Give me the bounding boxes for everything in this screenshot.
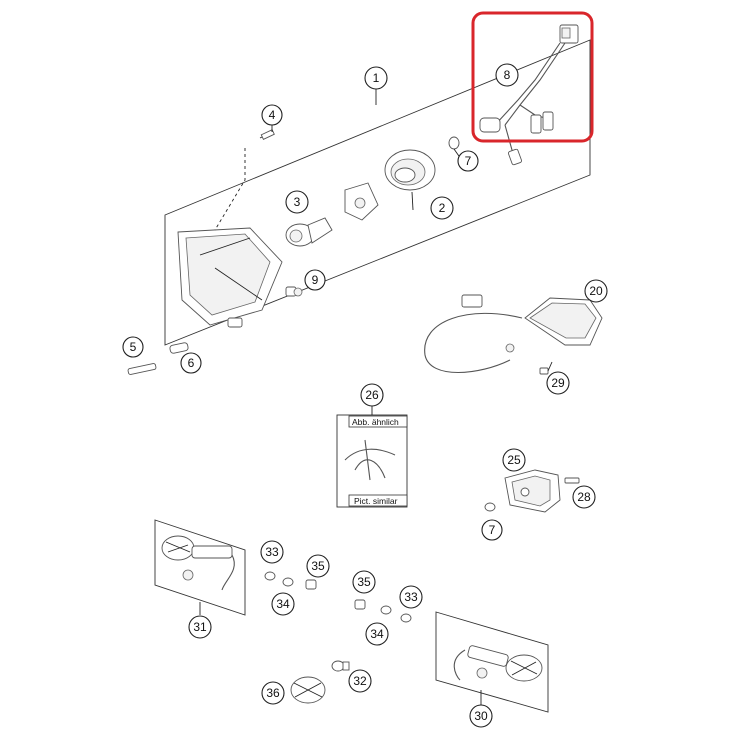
svg-text:1: 1	[373, 71, 380, 85]
callout-4: 4	[261, 104, 283, 132]
label-box-bottom-text: Pict. similar	[354, 496, 398, 506]
svg-text:7: 7	[489, 523, 496, 537]
fastener-group-right	[354, 599, 412, 623]
callout-35-left: 35	[306, 554, 330, 578]
callout-35-right: 35	[352, 570, 376, 594]
svg-text:7: 7	[465, 154, 472, 168]
screw-5-part	[127, 363, 157, 375]
wiring-harness-part	[479, 24, 579, 166]
tail-light-part	[504, 469, 561, 513]
callout-34-left: 34	[271, 592, 295, 616]
bulb-cover-part	[344, 182, 379, 221]
callout-33-right: 33	[399, 585, 423, 609]
turn-signal-30-frame	[435, 611, 549, 713]
svg-text:4: 4	[269, 108, 276, 122]
callout-29: 29	[546, 371, 570, 395]
callout-25: 25	[502, 448, 526, 472]
screw-29-part	[539, 361, 553, 375]
svg-text:20: 20	[589, 284, 603, 298]
callout-3: 3	[285, 190, 309, 214]
svg-text:26: 26	[365, 388, 379, 402]
label-box-top-text: Abb. ähnlich	[352, 417, 399, 427]
headlight-assembly-frame	[164, 39, 591, 346]
headlight-mask-part	[177, 227, 283, 328]
bulb-7-upper-part	[448, 136, 462, 160]
svg-text:32: 32	[353, 674, 367, 688]
svg-text:31: 31	[193, 620, 207, 634]
callout-2: 2	[430, 196, 454, 220]
svg-text:30: 30	[474, 709, 488, 723]
svg-text:3: 3	[294, 195, 301, 209]
callout-32: 32	[348, 669, 372, 693]
svg-text:35: 35	[311, 559, 325, 573]
bulb-32-part	[331, 660, 350, 672]
turn-signal-31-frame	[154, 519, 246, 616]
turn-signal-30-part	[453, 645, 543, 682]
wiring-label-box	[336, 414, 408, 508]
svg-text:5: 5	[130, 340, 137, 354]
callout-26: 26	[360, 383, 384, 415]
callout-31: 31	[188, 602, 212, 639]
highlight-box	[471, 11, 594, 143]
svg-text:6: 6	[188, 356, 195, 370]
svg-text:33: 33	[404, 590, 418, 604]
sleeve-6-part	[169, 342, 189, 354]
svg-text:29: 29	[551, 376, 565, 390]
bulb-7-lower-part	[484, 502, 496, 512]
svg-text:9: 9	[312, 273, 319, 287]
license-light-part	[424, 294, 603, 373]
svg-text:8: 8	[504, 68, 511, 82]
callout-20: 20	[584, 279, 608, 303]
callout-1: 1	[364, 66, 388, 105]
screw-4-part	[214, 129, 275, 231]
svg-text:2: 2	[439, 201, 446, 215]
callout-36: 36	[261, 681, 285, 705]
screw-28-part	[564, 477, 580, 484]
svg-text:33: 33	[265, 545, 279, 559]
callout-34-right: 34	[365, 622, 389, 646]
svg-text:25: 25	[507, 453, 521, 467]
rubber-boot-part	[384, 149, 436, 211]
callout-9: 9	[304, 269, 326, 291]
callout-6: 6	[180, 352, 202, 374]
svg-text:34: 34	[370, 627, 384, 641]
turn-signal-31-part	[161, 535, 235, 591]
fastener-group-left	[264, 571, 317, 590]
svg-text:36: 36	[266, 686, 280, 700]
svg-text:35: 35	[357, 575, 371, 589]
callout-33-left: 33	[260, 540, 284, 564]
svg-text:28: 28	[577, 490, 591, 504]
turn-signal-lens-part	[290, 676, 326, 704]
callout-5: 5	[122, 336, 144, 358]
callout-28: 28	[572, 485, 596, 509]
callout-30: 30	[469, 690, 493, 728]
headlight-bulb-part	[285, 217, 333, 247]
bulb-9-part	[285, 286, 303, 297]
svg-text:34: 34	[276, 597, 290, 611]
callout-8: 8	[495, 63, 519, 87]
callout-7-lower: 7	[481, 519, 503, 541]
callout-7-upper: 7	[457, 150, 479, 172]
